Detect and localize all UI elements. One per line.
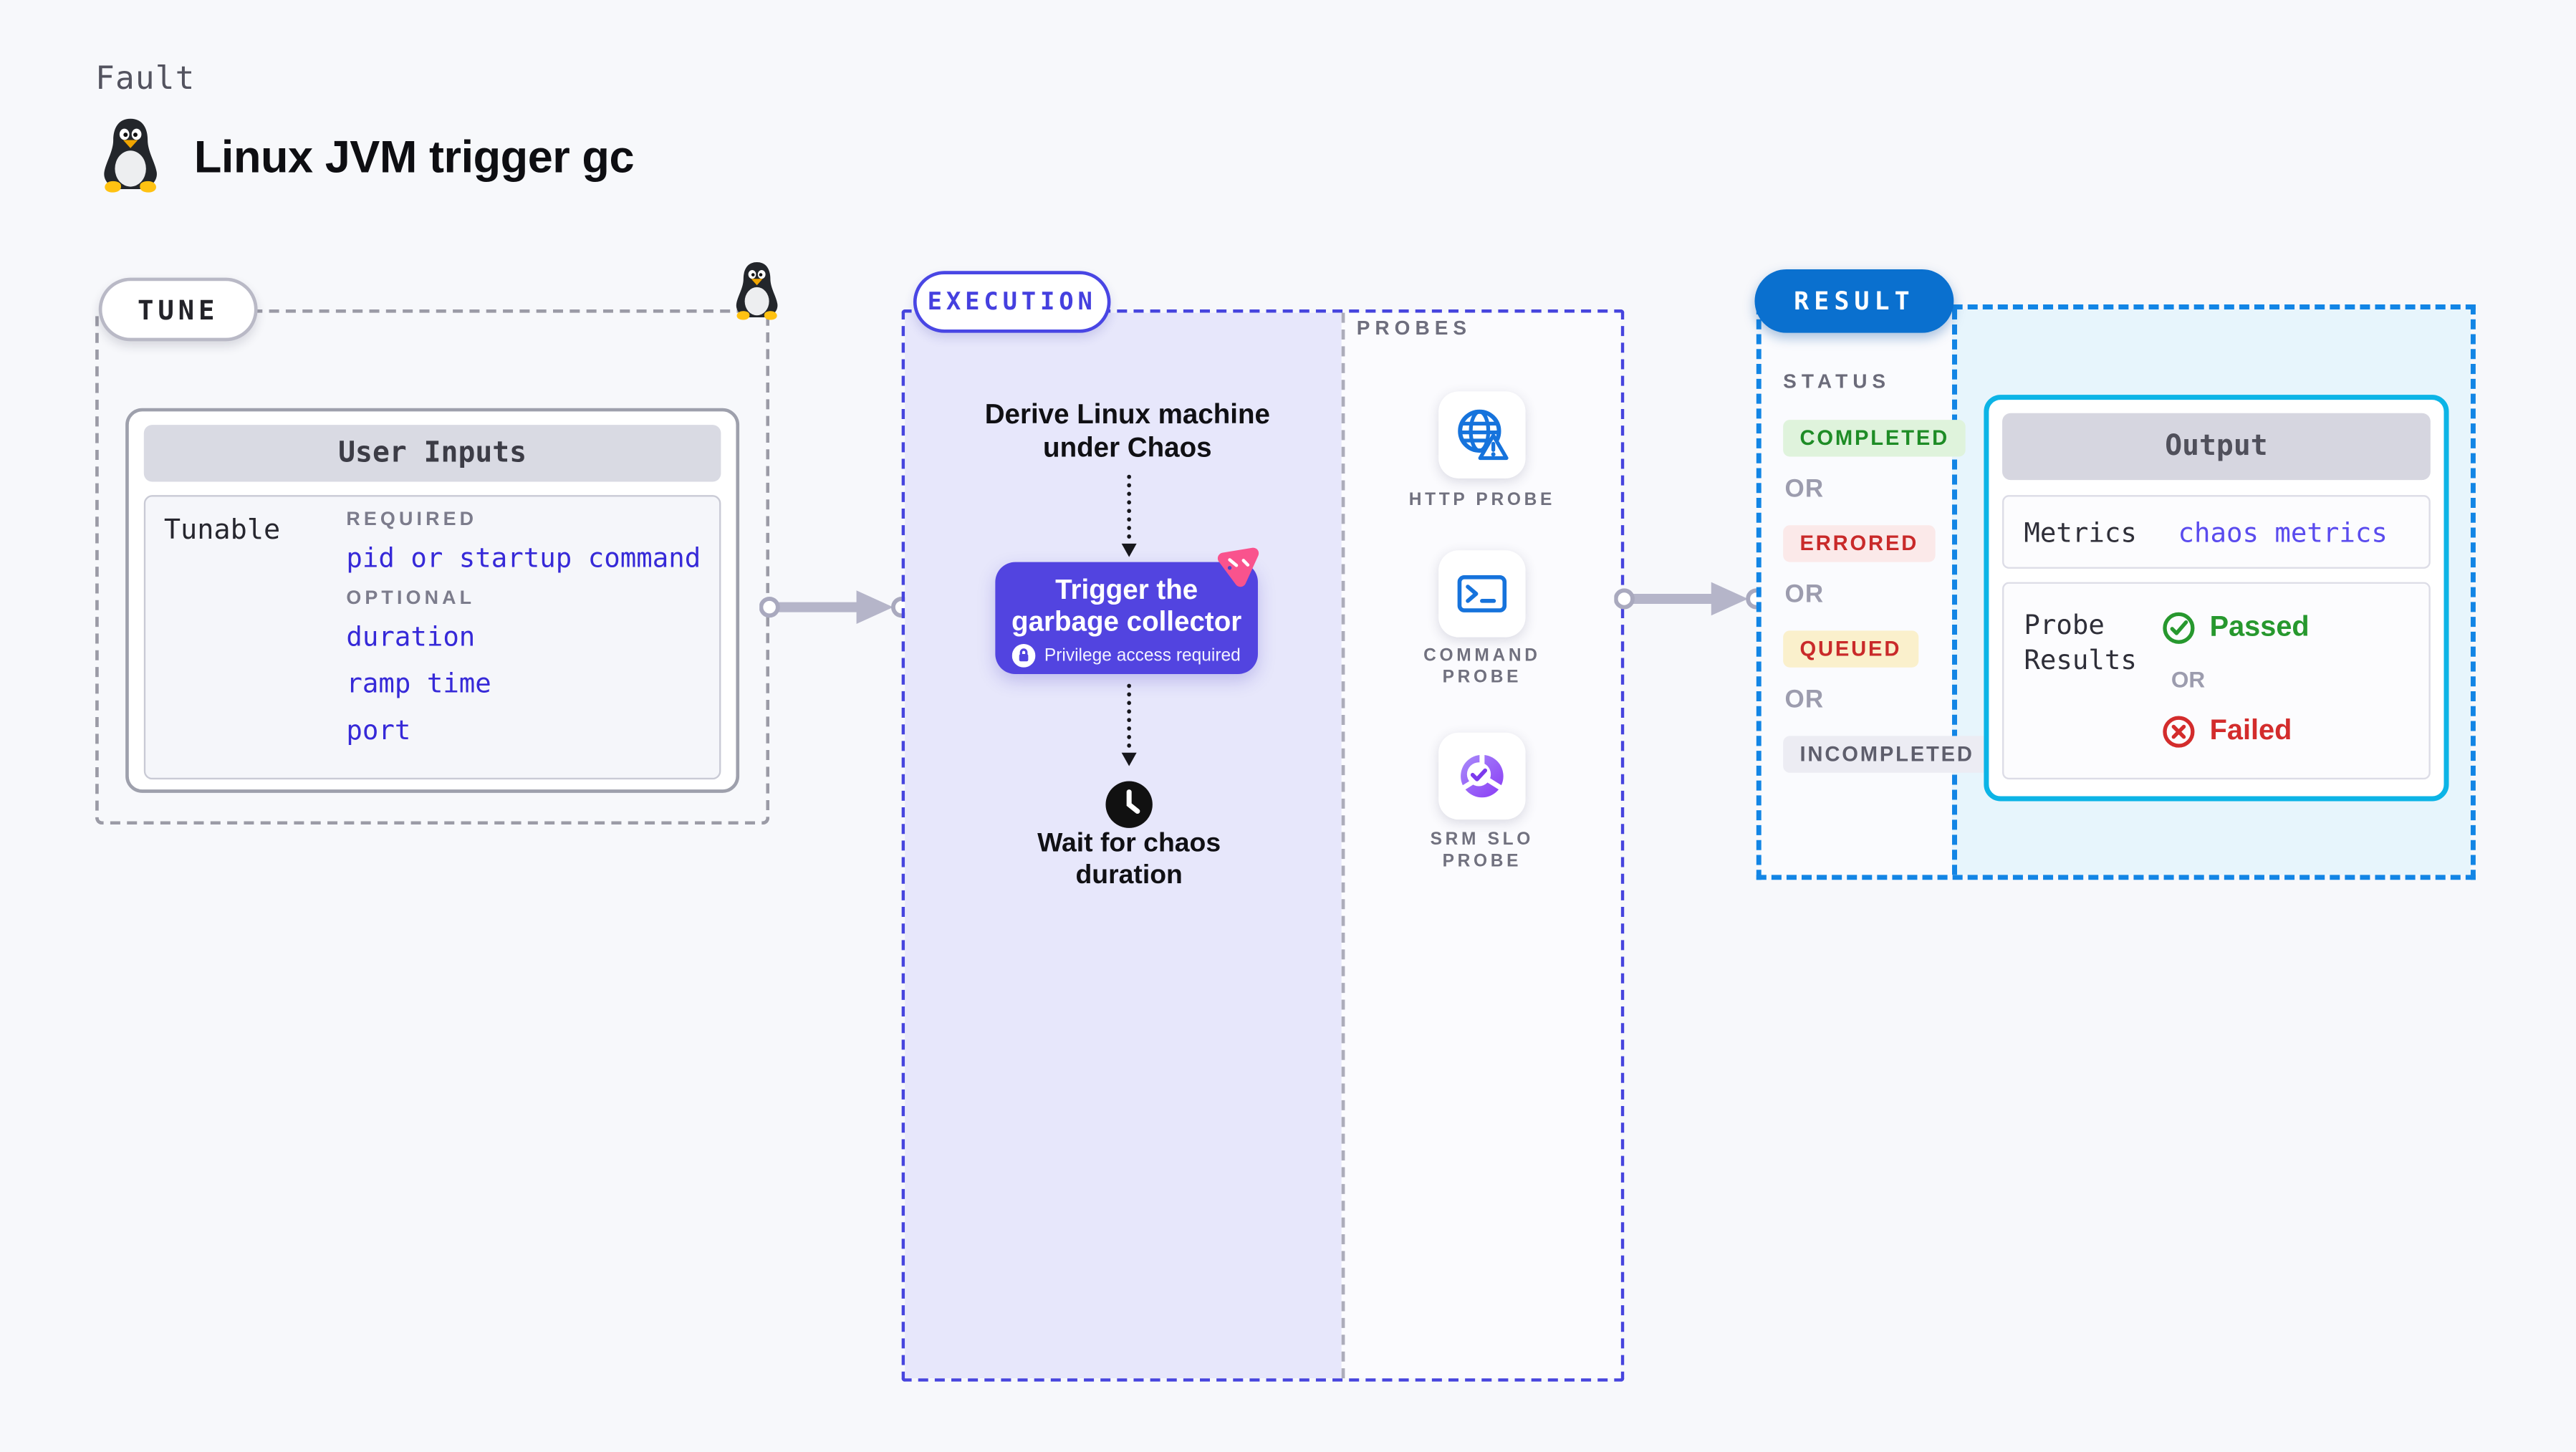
execution-pill: EXECUTION	[913, 271, 1111, 333]
tune-section	[95, 309, 770, 825]
input-link-port[interactable]: port	[346, 714, 411, 746]
check-circle-icon	[2163, 611, 2195, 643]
clock-icon	[1105, 781, 1153, 828]
execution-lane	[905, 312, 1342, 1379]
dotted-arrow-down-icon	[1121, 683, 1137, 766]
optional-label: OPTIONAL	[346, 588, 476, 609]
input-link-pid[interactable]: pid or startup command	[346, 542, 701, 574]
status-badge-errored: ERRORED	[1783, 525, 1936, 562]
metrics-row: Metrics chaos metrics	[2002, 495, 2431, 569]
execution-section	[901, 309, 1625, 1382]
probe-results-row: Probe Results Passed OR Failed	[2002, 582, 2431, 780]
execution-to-result-arrow	[1614, 582, 1767, 616]
metrics-value-link[interactable]: chaos metrics	[2178, 516, 2388, 548]
status-badge-queued: QUEUED	[1783, 630, 1918, 668]
tux-penguin-icon-small	[736, 262, 778, 320]
passed-label: Passed	[2209, 610, 2310, 643]
dotted-arrow-down-icon	[1121, 474, 1137, 557]
srm-slo-probe-card[interactable]	[1438, 732, 1526, 820]
tux-penguin-icon	[104, 118, 157, 193]
probe-results-label: Probe Results	[2024, 608, 2137, 676]
lock-icon	[1012, 643, 1037, 668]
srm-slo-probe-label: SRM SLO PROBE	[1430, 830, 1534, 872]
derive-step-label: Derive Linux machine under Chaos	[984, 400, 1270, 463]
probes-lane	[1341, 312, 1621, 1379]
user-inputs-card: User Inputs Tunable REQUIRED pid or star…	[125, 408, 740, 793]
chaos-badge-icon	[1217, 547, 1259, 587]
globe-alert-icon	[1458, 409, 1509, 461]
metrics-label: Metrics	[2024, 516, 2137, 548]
tunable-label: Tunable	[163, 513, 281, 546]
failed-label: Failed	[2209, 714, 2292, 746]
input-link-duration[interactable]: duration	[346, 620, 476, 653]
tune-pill: TUNE	[98, 277, 258, 342]
required-label: REQUIRED	[346, 510, 478, 531]
status-badge-incompleted: INCOMPLETED	[1783, 736, 1991, 773]
page-title: Linux JVM trigger gc	[193, 132, 635, 183]
output-header: Output	[2002, 413, 2431, 481]
http-probe-label: HTTP PROBE	[1408, 490, 1555, 511]
donut-check-icon	[1460, 752, 1504, 798]
x-circle-icon	[2163, 715, 2195, 747]
status-badge-completed: COMPLETED	[1783, 420, 1966, 457]
fault-kicker: Fault	[95, 60, 196, 97]
trigger-gc-node[interactable]: Trigger the garbage collector Privilege …	[995, 562, 1258, 675]
command-probe-label: COMMAND PROBE	[1423, 645, 1541, 688]
probes-label: PROBES	[1356, 316, 1472, 340]
or-separator: OR	[1784, 580, 1825, 609]
or-separator: OR	[2171, 667, 2206, 693]
terminal-icon	[1457, 574, 1507, 612]
result-pill: RESULT	[1754, 269, 1954, 333]
status-lane	[1761, 309, 1953, 875]
output-card: Output Metrics chaos metrics Probe Resul…	[1984, 395, 2449, 802]
tunable-table: Tunable REQUIRED pid or startup command …	[143, 495, 721, 780]
input-link-ramp-time[interactable]: ramp time	[346, 667, 491, 700]
command-probe-card[interactable]	[1438, 550, 1526, 638]
tune-to-execution-arrow	[759, 590, 913, 624]
or-separator: OR	[1784, 475, 1825, 504]
user-inputs-header: User Inputs	[143, 425, 721, 482]
privilege-badge-label: Privilege access required	[1044, 645, 1241, 666]
or-separator: OR	[1784, 686, 1825, 715]
wait-step-label: Wait for chaos duration	[1037, 830, 1221, 890]
http-probe-card[interactable]	[1438, 391, 1526, 479]
trigger-gc-title: Trigger the garbage collector	[1011, 575, 1242, 638]
status-label: STATUS	[1783, 370, 1891, 393]
